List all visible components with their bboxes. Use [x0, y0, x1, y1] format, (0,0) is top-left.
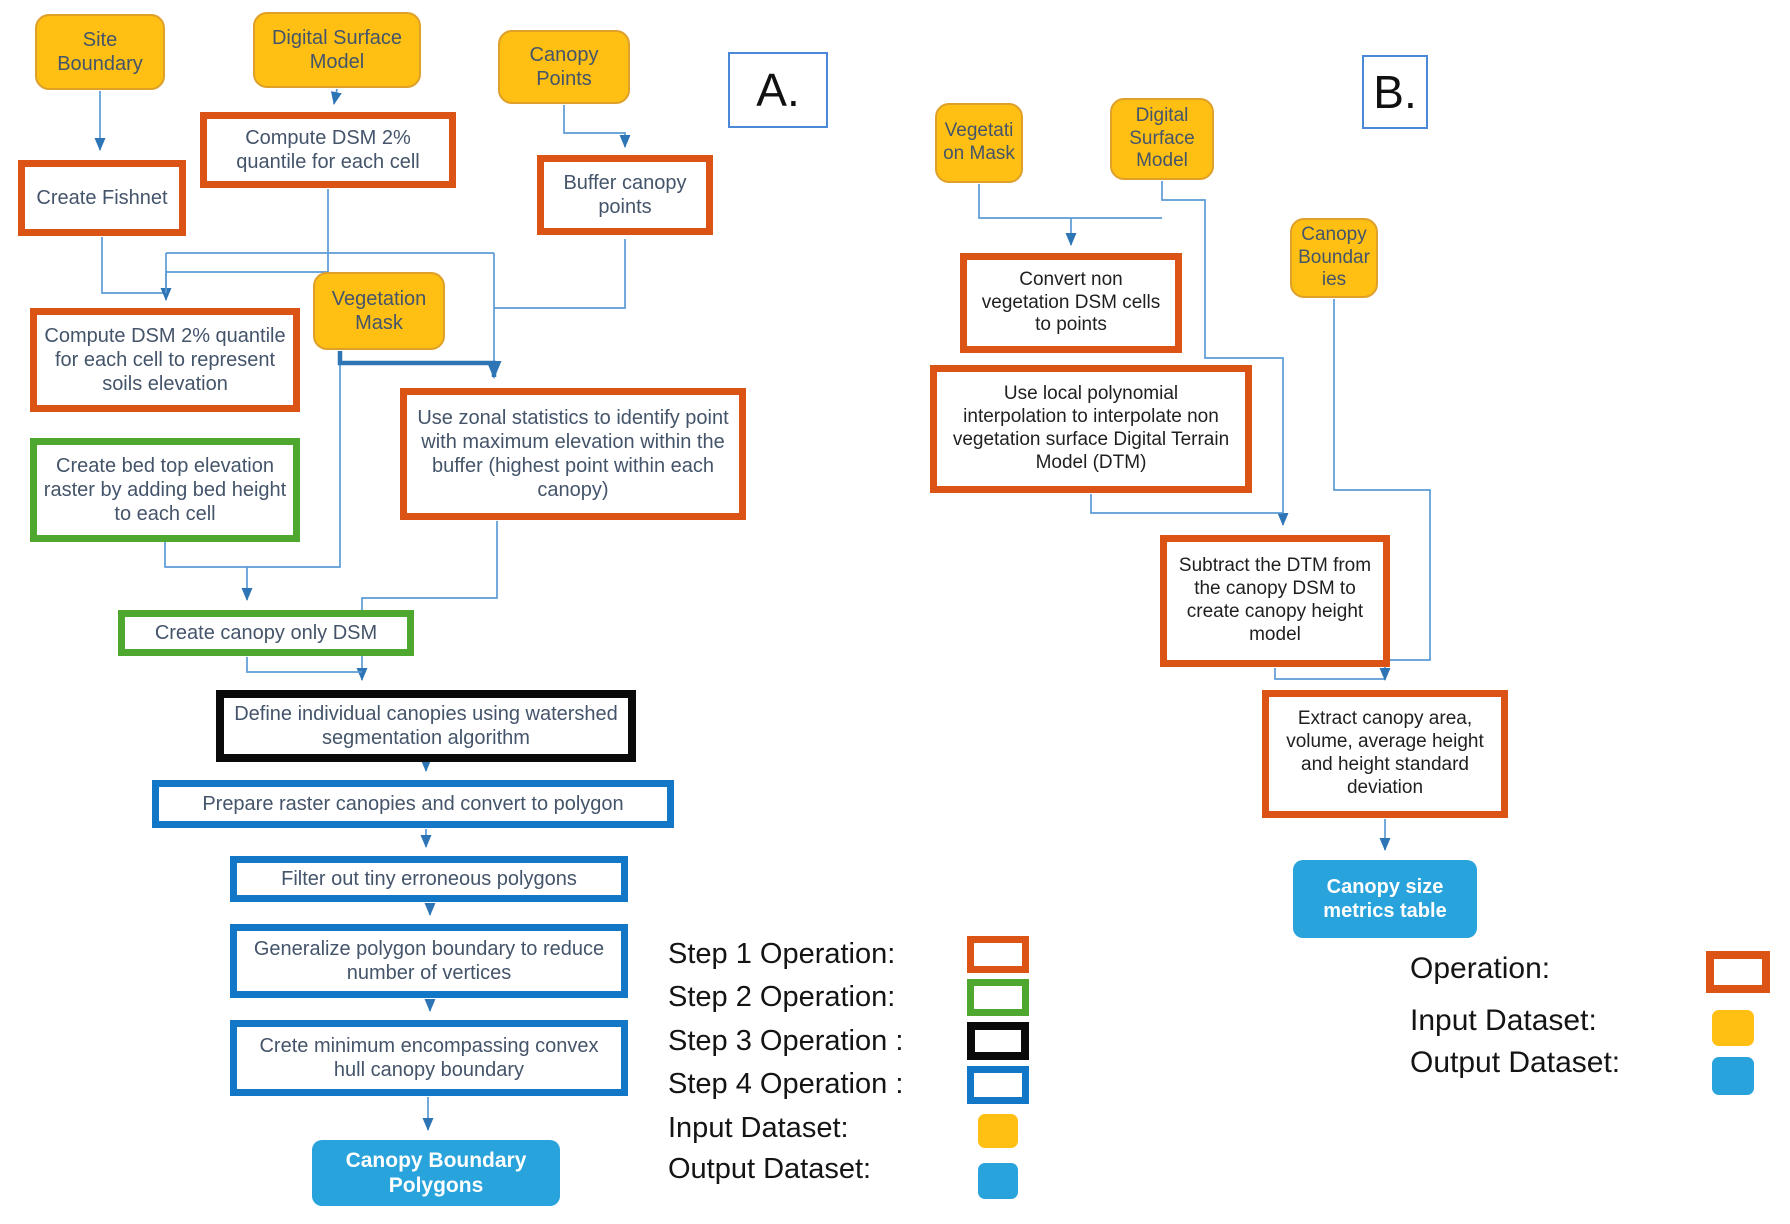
node-vegetation-mask-b: Vegetati on Mask	[935, 103, 1023, 183]
node-site-boundary: Site Boundary	[35, 14, 165, 90]
legend-swatch-step1-operation	[967, 936, 1029, 973]
node-convert-non-vegetation-cells: Convert non vegetation DSM cells to poin…	[960, 253, 1182, 353]
legend-swatch-operation-b	[1706, 951, 1770, 993]
node-prepare-raster-canopies: Prepare raster canopies and convert to p…	[152, 780, 674, 828]
legend-swatch-output-dataset-a	[978, 1163, 1018, 1199]
node-compute-dsm-quantile-cell: Compute DSM 2% quantile for each cell	[200, 112, 456, 188]
node-digital-surface-model-b: Digital Surface Model	[1110, 98, 1214, 180]
legend-input-dataset-label-b: Input Dataset:	[1410, 1004, 1597, 1037]
legend-step3-label: Step 3 Operation :	[668, 1025, 904, 1057]
legend-swatch-input-dataset-a	[978, 1114, 1018, 1148]
legend-swatch-input-dataset-b	[1712, 1010, 1754, 1046]
legend-step4-label: Step 4 Operation :	[668, 1068, 904, 1100]
node-canopy-boundaries: Canopy Boundar ies	[1290, 218, 1378, 298]
legend-step2-label: Step 2 Operation:	[668, 981, 896, 1013]
node-vegetation-mask-a: Vegetation Mask	[313, 272, 445, 350]
legend-step1-label: Step 1 Operation:	[668, 938, 896, 970]
panel-a-label: A.	[728, 52, 828, 128]
node-zonal-statistics: Use zonal statistics to identify point w…	[400, 388, 746, 520]
legend-output-dataset-label-a: Output Dataset:	[668, 1153, 872, 1185]
node-local-polynomial-interpolation: Use local polynomial interpolation to in…	[930, 365, 1252, 493]
node-create-bed-top-elevation: Create bed top elevation raster by addin…	[30, 438, 300, 542]
legend-swatch-step3-operation	[967, 1022, 1029, 1060]
node-compute-dsm-soils-elevation: Compute DSM 2% quantile for each cell to…	[30, 308, 300, 412]
legend-swatch-step2-operation	[967, 979, 1029, 1016]
node-define-individual-canopies: Define individual canopies using watersh…	[216, 690, 636, 762]
node-create-fishnet: Create Fishnet	[18, 160, 186, 236]
node-subtract-dtm: Subtract the DTM from the canopy DSM to …	[1160, 535, 1390, 667]
node-buffer-canopy-points: Buffer canopy points	[537, 155, 713, 235]
node-filter-tiny-polygons: Filter out tiny erroneous polygons	[230, 856, 628, 902]
panel-b-label: B.	[1362, 55, 1428, 129]
node-generalize-polygon-boundary: Generalize polygon boundary to reduce nu…	[230, 924, 628, 998]
legend-output-dataset-label-b: Output Dataset:	[1410, 1046, 1621, 1079]
legend-swatch-step4-operation	[967, 1066, 1029, 1104]
legend-operation-label-b: Operation:	[1410, 952, 1551, 985]
node-convex-hull-boundary: Crete minimum encompassing convex hull c…	[230, 1020, 628, 1096]
legend-swatch-output-dataset-b	[1712, 1057, 1754, 1095]
node-canopy-size-metrics-table: Canopy size metrics table	[1293, 860, 1477, 938]
node-canopy-boundary-polygons: Canopy Boundary Polygons	[312, 1140, 560, 1206]
node-extract-canopy-metrics: Extract canopy area, volume, average hei…	[1262, 690, 1508, 818]
node-digital-surface-model-a: Digital Surface Model	[253, 12, 421, 88]
legend-input-dataset-label-a: Input Dataset:	[668, 1112, 849, 1144]
node-create-canopy-only-dsm: Create canopy only DSM	[118, 610, 414, 656]
node-canopy-points: Canopy Points	[498, 30, 630, 104]
